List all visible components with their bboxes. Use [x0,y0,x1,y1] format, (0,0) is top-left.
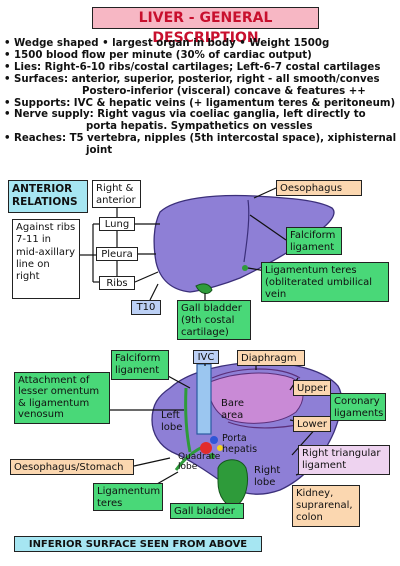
falciform-label-anterior: Falciform ligament [286,227,342,255]
page-title: LIVER - GENERAL DESCRIPTION [92,7,319,46]
right-triangular-label: Right triangular ligament [298,445,390,475]
porta-hepatis-green [209,453,215,459]
porta-hepatis-label: Porta hepatis [222,433,258,455]
facts-list: • Wedge shaped • largest organ in body •… [4,38,398,157]
lung-label: Lung [99,217,135,231]
fact-line: • 1500 blood flow per minute (30% of car… [4,49,312,61]
porta-hepatis-red [200,442,212,454]
quadrate-lobe-label: Quadrate lobe [178,452,221,472]
ligamentum-teres-label-inferior: Ligamentum teres [93,483,163,511]
gall-bladder-inferior [217,459,249,507]
bare-area-label: Bare area [221,398,245,421]
kidney-label: Kidney, suprarenal, colon [292,485,360,527]
fact-line: joint [86,145,113,157]
fact-line: • Supports: IVC & hepatic veins (+ ligam… [4,97,396,109]
gall-bladder-label-anterior: Gall bladder (9th costal cartilage) [177,300,251,340]
lig-teres-dot [242,265,248,271]
gall-bladder-label-inferior: Gall bladder [170,503,244,519]
fact-line: • Wedge shaped • largest organ in body •… [4,38,330,49]
upper-label: Upper [293,380,331,396]
inferior-surface-caption: INFERIOR SURFACE SEEN FROM ABOVE [14,536,262,552]
porta-hepatis-yellow [217,445,223,451]
against-ribs-label: Against ribs 7-11 in mid-axillary line o… [12,219,80,299]
right-lobe-label: Right lobe [254,465,281,488]
oesophagus-stomach-label: Oesophagus/Stomach [10,459,134,475]
ligamentum-teres-label-anterior: Ligamentum teres (obliterated umbilical … [261,262,389,302]
gall-bladder-anterior [195,283,213,294]
coronary-ligaments-label: Coronary ligaments [330,393,386,421]
falciform-line [243,199,250,263]
right-anterior-label: Right & anterior [92,180,141,208]
fact-line: • Lies: Right-6-10 ribs/costal cartilage… [4,61,381,73]
fact-line: Postero-inferior (visceral) concave & fe… [82,85,366,97]
ivc-label: IVC [193,350,219,364]
lower-label: Lower [293,416,331,432]
bare-area [208,372,304,424]
ribs-label: Ribs [99,276,135,290]
falciform-label-inferior: Falciform ligament [111,350,169,380]
t10-label: T10 [131,300,161,315]
fact-line: • Surfaces: anterior, superior, posterio… [4,73,380,85]
oesophagus-label: Oesophagus [276,180,362,196]
pleura-label: Pleura [96,247,138,261]
fact-line: • Nerve supply: Right vagus via coeliac … [4,109,366,121]
fact-line: porta hepatis. Sympathetics on vessles [86,121,313,133]
coronary-line-upper [211,368,301,379]
fact-line: • Reaches: T5 vertebra, nipples (5th int… [4,133,397,145]
ligamentum-venosum [184,387,192,453]
porta-hepatis-blue [210,436,218,444]
diaphragm-label: Diaphragm [237,350,305,366]
anterior-relations-heading: ANTERIOR RELATIONS [8,180,88,213]
ivc-vessel [196,363,212,435]
left-lobe-label: Left lobe [161,410,183,433]
attachment-label: Attachment of lesser omentum & ligamentu… [14,372,110,424]
